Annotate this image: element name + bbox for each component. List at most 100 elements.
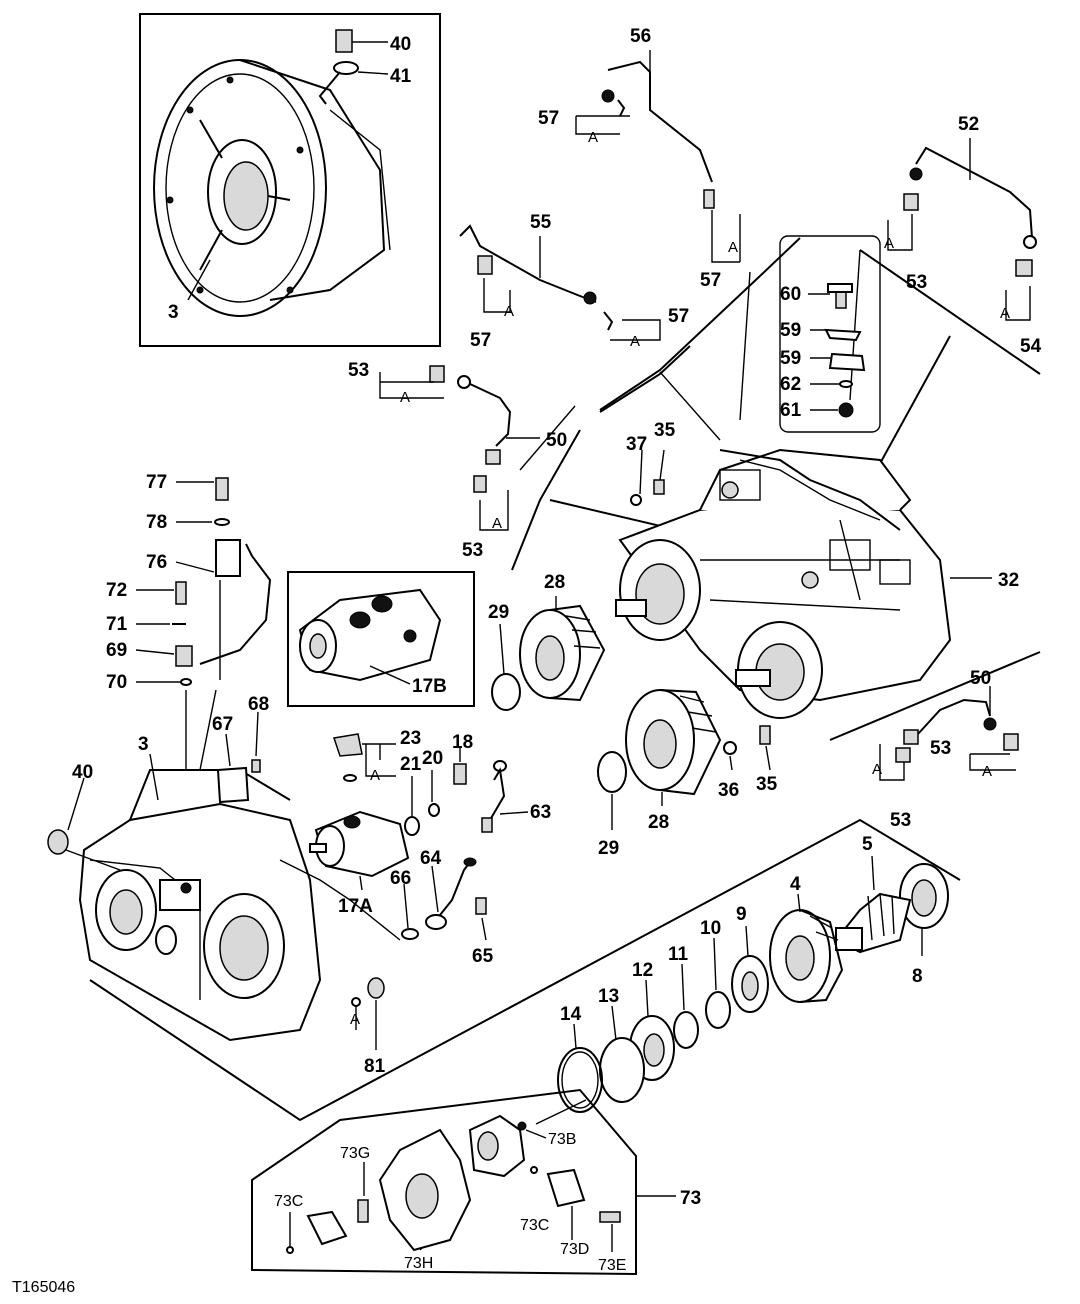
- ref-a-23: A: [370, 767, 380, 784]
- label-57-c: 57: [470, 330, 491, 351]
- sensor-bracket-group: [135, 477, 272, 771]
- gear-28-upper: [519, 596, 606, 702]
- label-37: 37: [626, 434, 647, 455]
- inset-pump-17b: [287, 571, 475, 707]
- label-53-c: 53: [462, 540, 483, 561]
- label-62: 62: [780, 374, 801, 395]
- inset-flywheel-housing: 40 41 3: [139, 13, 441, 347]
- label-5: 5: [862, 834, 873, 855]
- bracket-group-59-62: [779, 235, 881, 433]
- hose-64-bolt-65-66: [401, 857, 487, 941]
- main-pump-assembly-32: [615, 448, 952, 719]
- label-73d: 73D: [560, 1241, 589, 1258]
- label-73e: 73E: [598, 1257, 626, 1274]
- label-40-top: 40: [390, 34, 411, 55]
- gear-28-lower: [625, 689, 722, 806]
- label-14: 14: [560, 1004, 582, 1025]
- ref-a-53b: A: [400, 389, 410, 406]
- label-53-a: 53: [906, 272, 927, 293]
- ref-a-53d: A: [982, 763, 992, 780]
- coupling-inset-73: [251, 1088, 676, 1276]
- gear-4: [769, 893, 844, 1003]
- label-21: 21: [400, 754, 422, 775]
- label-57-a: 57: [538, 108, 559, 129]
- hose-line-50-upper: [379, 365, 540, 531]
- label-70: 70: [106, 672, 127, 693]
- ref-a-57d: A: [630, 333, 640, 350]
- clamp-73d-73e: [530, 1166, 621, 1252]
- ref-a-57b: A: [728, 239, 738, 256]
- label-35-b: 35: [756, 774, 778, 795]
- label-54: 54: [1020, 336, 1042, 357]
- snap-ring-29-upper: [491, 623, 521, 711]
- label-28-a: 28: [544, 572, 565, 593]
- snap-ring-14: [557, 1023, 603, 1113]
- label-57-d: 57: [668, 306, 689, 327]
- label-67: 67: [212, 714, 233, 735]
- bolt-35-upper: [630, 449, 665, 506]
- label-17b: 17B: [412, 676, 447, 697]
- label-73c-b: 73C: [520, 1217, 549, 1234]
- coupling-element-73h: [378, 1128, 472, 1252]
- label-4: 4: [790, 874, 801, 895]
- label-69: 69: [106, 640, 127, 661]
- cover-13: [599, 1005, 645, 1103]
- label-73g: 73G: [340, 1145, 370, 1162]
- label-77: 77: [146, 472, 167, 493]
- label-29-a: 29: [488, 602, 509, 623]
- plate-67: [216, 711, 261, 804]
- plug-40-bottom: [47, 777, 121, 871]
- label-81: 81: [364, 1056, 386, 1077]
- label-72: 72: [106, 580, 127, 601]
- label-68: 68: [248, 694, 269, 715]
- ref-a-53a: A: [884, 235, 894, 252]
- ref-a-54: A: [1000, 305, 1010, 322]
- label-32: 32: [998, 570, 1019, 591]
- label-66: 66: [390, 868, 411, 889]
- label-76: 76: [146, 552, 167, 573]
- label-59-b: 59: [780, 348, 801, 369]
- label-20: 20: [422, 748, 443, 769]
- hose-line-52: [887, 138, 1037, 321]
- hose-line-50-lower: [879, 686, 1019, 781]
- hose-line-56: [575, 50, 741, 263]
- label-53-b: 53: [348, 360, 369, 381]
- label-29-b: 29: [598, 838, 619, 859]
- label-40-bottom: 40: [72, 762, 93, 783]
- clamp-73g: [286, 1162, 369, 1254]
- ref-a-53c: A: [492, 515, 502, 532]
- label-59-a: 59: [780, 320, 801, 341]
- label-11: 11: [668, 944, 689, 965]
- ref-a-81: A: [350, 1011, 360, 1028]
- label-55: 55: [530, 212, 552, 233]
- ref-a-53e: A: [872, 761, 882, 778]
- label-35-a: 35: [654, 420, 676, 441]
- fitting-23: [333, 733, 396, 782]
- label-60: 60: [780, 284, 801, 305]
- label-73c-a: 73C: [274, 1193, 303, 1210]
- hub-73b: [468, 1114, 547, 1178]
- label-8: 8: [912, 966, 923, 987]
- label-65: 65: [472, 946, 494, 967]
- label-13: 13: [598, 986, 619, 1007]
- snap-ring-29-lower: [597, 751, 627, 830]
- label-3-bottom: 3: [138, 734, 149, 755]
- label-50-a: 50: [546, 430, 567, 451]
- bearing-9: [731, 925, 769, 1013]
- ring-11: [673, 963, 699, 1049]
- sensor-63: [481, 760, 529, 833]
- elbow-fitting-41: [318, 61, 389, 105]
- plug-81: [351, 977, 385, 1050]
- figure-id: T165046: [12, 1279, 75, 1296]
- label-18: 18: [452, 732, 473, 753]
- pump-drive-housing-3: [78, 753, 322, 1042]
- label-52: 52: [958, 114, 979, 135]
- label-3-top: 3: [168, 302, 179, 323]
- label-10: 10: [700, 918, 721, 939]
- label-57-b: 57: [700, 270, 721, 291]
- label-53-d: 53: [930, 738, 951, 759]
- ref-a-57c: A: [504, 303, 514, 320]
- shaft-5: [834, 855, 912, 954]
- label-53-e: 53: [890, 810, 911, 831]
